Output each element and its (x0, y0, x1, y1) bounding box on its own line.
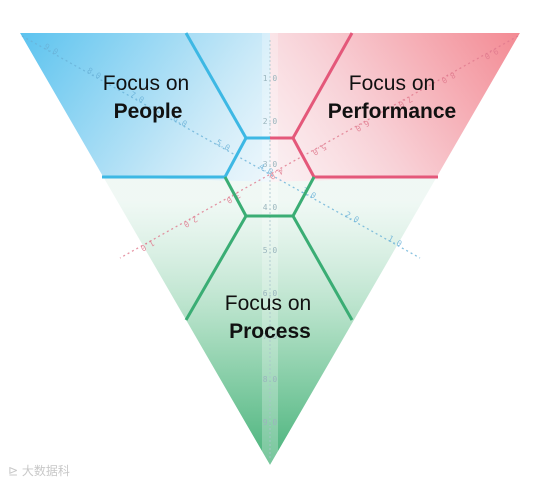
watermark-logo-icon: ⊵ (8, 464, 19, 478)
performance-line2: Performance (328, 100, 456, 123)
divider-performance-top (291, 32, 354, 139)
people-line2: People (114, 100, 183, 123)
hex-edge-lower-left (223, 176, 248, 217)
divider-process-left (184, 215, 248, 321)
label-people: Focus on People (103, 72, 189, 123)
label-process: Focus on Process (225, 292, 311, 343)
vertical-tick-label: 5.0 (263, 246, 278, 255)
divider-process-right (291, 215, 354, 321)
label-performance: Focus on Performance (328, 72, 456, 123)
vertical-tick-label: 6.0 (263, 289, 278, 298)
vertical-tick-label: 9.0 (263, 418, 278, 427)
vertical-tick-label: 7.0 (263, 332, 278, 341)
vertical-tick-label: 1.0 (263, 74, 278, 83)
hex-edge-upper-left (223, 137, 248, 178)
watermark: ⊵ 大数据科 (8, 462, 70, 479)
people-line1: Focus on (103, 72, 189, 95)
process-line2: Process (229, 320, 311, 343)
watermark-text: 大数据科 (21, 464, 70, 478)
vertical-tick-label: 4.0 (263, 203, 278, 212)
vertical-tick-label: 8.0 (263, 375, 278, 384)
hex-edge-upper-right (291, 137, 316, 178)
hex-edge-lower-right (291, 176, 316, 217)
process-line1: Focus on (225, 292, 311, 315)
divider-people-top (184, 32, 248, 139)
performance-line1: Focus on (349, 72, 435, 95)
vertical-tick-label: 3.0 (263, 160, 278, 169)
blue-diagonal-scale-line (21, 35, 421, 259)
hexagon-segment-lines (102, 32, 438, 321)
red-diagonal-scale-line (119, 35, 519, 259)
vertical-tick-label: 2.0 (263, 117, 278, 126)
